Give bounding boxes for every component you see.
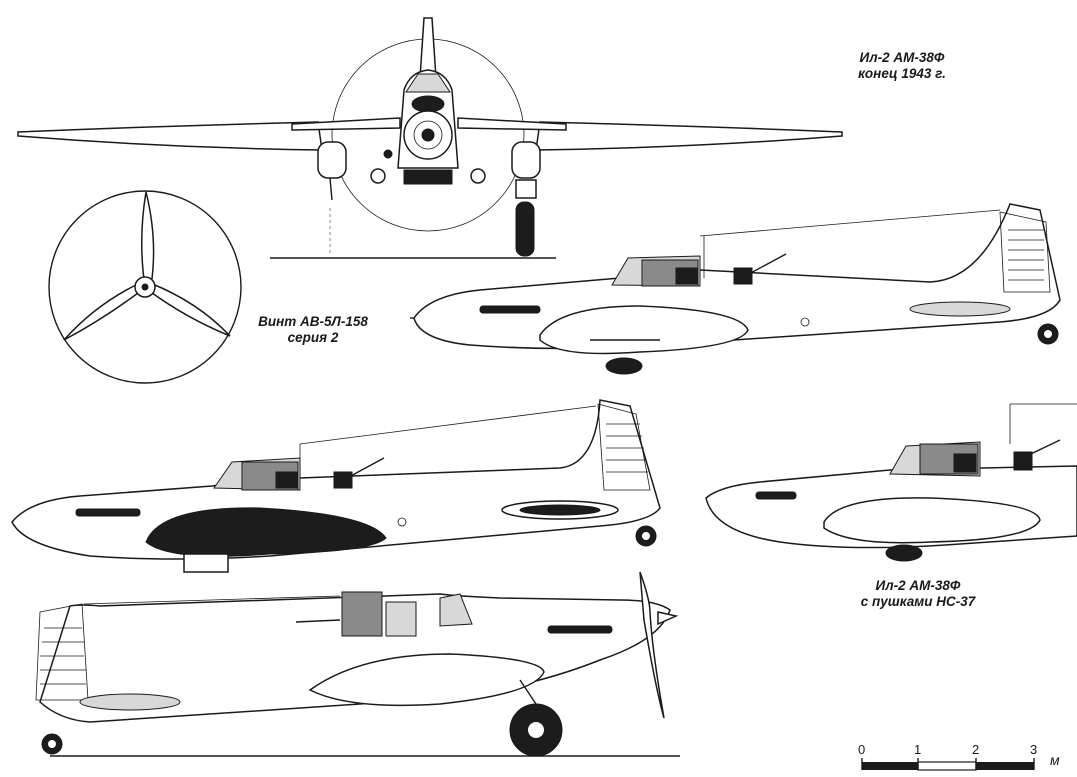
canopy-front [405,73,451,93]
fuselage-side-4 [39,593,671,723]
prop-blade-side-4 [639,571,665,719]
right-wing-front [535,121,843,151]
canopy-side-4 [439,593,473,627]
prop-blade-top [141,191,155,288]
rudder-ribs-side-4 [40,627,86,685]
caption-propeller-line2: серия 2 [287,330,339,345]
scale-tick-1: 1 [914,742,922,757]
wing-side-1 [539,305,749,355]
tailplane-side-1 [909,301,1011,317]
bomb-front-1 [370,168,386,184]
gun-ports-side-3 [755,491,797,500]
fin-front [419,17,437,79]
wing-side-3 [823,497,1041,544]
left-tailplane-front [291,117,401,131]
main-wheel-side-3 [885,544,923,562]
side-view-top [410,203,1061,375]
spinner-side-4 [657,611,679,626]
rear-gun-side-4 [295,619,341,623]
caption-propeller-line1: Винт АВ-5Л-158 [258,314,368,329]
right-tailplane-front [457,117,567,131]
side-view-ns37 [705,403,1077,562]
scale-tick-3: 3 [1030,742,1038,757]
bomb-front-2 [470,168,486,184]
caption-variant-2-line2: с пушками НС-37 [860,594,976,609]
scale-unit: м [1050,752,1060,768]
rudder-ribs-side-2 [606,423,648,473]
caption-variant-2-line1: Ил-2 АМ-38Ф [875,578,961,593]
rudder-side-1 [999,211,1051,293]
left-nacelle-front [317,141,347,179]
propeller-disc-circle [48,190,242,384]
gun-ports-side-2 [75,508,141,517]
gun-ports-side-4 [547,625,613,634]
caption-variant-1: Ил-2 АМ-38Ф конец 1943 г. [842,50,962,82]
side-view-middle [11,399,661,573]
spinner-hub-front [421,128,435,142]
scale-bar [861,758,1035,771]
gun-ports-side-1 [479,305,541,314]
windscreen-front [411,95,445,113]
radiator-intake-front [403,169,453,185]
antenna-side-2 [299,405,597,445]
gunner-cockpit-side-4 [341,591,383,637]
propeller-view [48,190,242,384]
scale-tick-0: 0 [858,742,866,757]
caption-variant-2: Ил-2 АМ-38Ф с пушками НС-37 [850,578,986,610]
antenna-side-1 [699,209,1001,237]
wing-side-4 [308,653,545,707]
scale-tick-2: 2 [972,742,980,757]
main-wheel-front [515,201,535,257]
main-wheel-side-1 [605,357,643,375]
front-view [17,17,843,259]
caption-variant-1-line1: Ил-2 АМ-38Ф [859,50,945,65]
rudder-ribs-side-1 [1008,229,1044,281]
rudder-side-2 [597,403,651,491]
right-nacelle-front [511,141,541,179]
left-wing-front [17,121,323,151]
prop-blade-left [63,281,143,341]
tailplane-side-4 [79,693,181,711]
prop-blade-right [147,281,231,337]
caption-propeller: Винт АВ-5Л-158 серия 2 [250,314,376,346]
side-view-bottom [35,571,680,757]
caption-variant-1-line2: конец 1943 г. [858,66,946,81]
